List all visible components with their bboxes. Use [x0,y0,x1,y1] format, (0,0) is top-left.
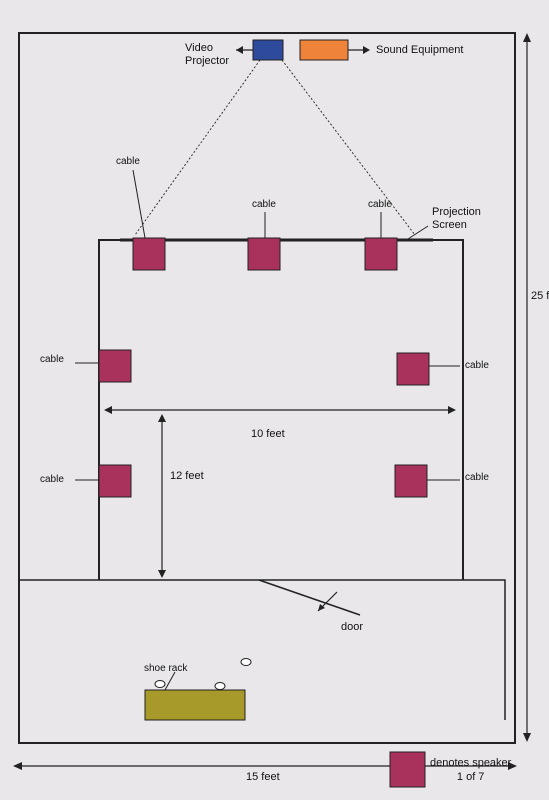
speaker-3 [364,237,398,271]
speaker-2 [247,237,281,271]
height-12ft-arrow-bottom [158,570,166,578]
shoe-rack-label: shoe rack [144,663,188,674]
width-15ft-label: 15 feet [246,771,280,783]
width-15ft-arrow-right [508,762,517,770]
height-25ft-arrow-top [523,33,531,42]
width-10ft-arrow-right [448,406,456,414]
shoe-rack [144,689,246,721]
room-outline [18,32,516,744]
shoe-rack-pointer [164,671,176,691]
video-projector [252,39,284,61]
projector-beam-right [281,59,416,236]
projection-screen-label: Projection Screen [432,206,481,231]
projector-beam-left [134,59,261,236]
door-label: door [341,621,364,633]
door-line [258,579,361,616]
shoe-item [214,682,226,690]
speaker-7 [394,464,428,498]
sound-equipment-box [299,39,349,61]
cable-label-1: cable [116,156,140,167]
height-12ft-label: 12 feet [170,470,204,482]
legend-speaker-swatch [389,751,426,788]
projector-arrow-head [236,46,243,54]
cable-label-2: cable [252,199,276,210]
video-projector-label: Video Projector [185,42,230,67]
legend-label: denotes speaker 1 of 7 [430,757,512,783]
speaker-1 [132,237,166,271]
sound-arrow-head [363,46,370,54]
door-pointer-head [318,604,325,611]
cable-label-3: cable [368,199,392,210]
shoe-item [154,680,166,688]
speaker-4 [98,349,132,383]
height-25ft-label: 25 f [531,290,549,302]
speaker-5 [396,352,430,386]
height-12ft-arrow-top [158,414,166,422]
width-10ft-arrow-left [104,406,112,414]
width-10ft-label: 10 feet [251,428,285,440]
shoe-item [240,658,252,666]
hallway-outline [19,579,506,720]
sound-equipment-label: Sound Equipment [376,44,464,56]
height-25ft-arrow-bottom [523,733,531,742]
speaker-6 [98,464,132,498]
screen-pointer [407,225,429,240]
cable-label-7: cable [465,472,489,483]
width-15ft-arrow-left [13,762,22,770]
cable-line-1 [132,169,146,239]
cable-label-5: cable [465,360,489,371]
cable-label-6: cable [40,474,64,485]
cable-label-4: cable [40,354,64,365]
